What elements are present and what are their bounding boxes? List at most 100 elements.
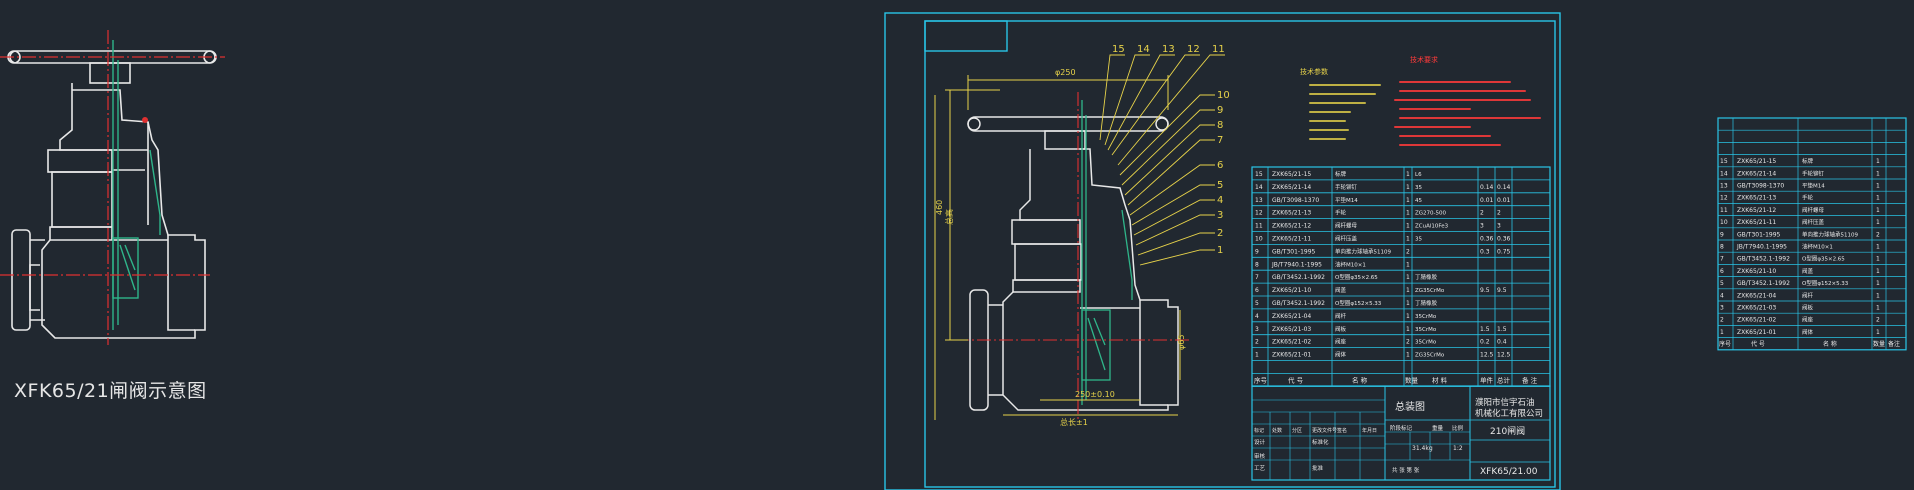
bom-qty: 1 bbox=[1406, 287, 1410, 294]
tech-requirements-block: 技术要求 bbox=[1394, 55, 1541, 146]
bom-name: 单向推力球轴承51109 bbox=[1335, 247, 1391, 255]
bom-total-mass: 1.5 bbox=[1497, 326, 1507, 333]
bom-unit-mass: 9.5 bbox=[1480, 287, 1490, 294]
bom-material: 35CrMo bbox=[1415, 340, 1437, 346]
bom-qty: 2 bbox=[1406, 339, 1410, 346]
right-bom-qty: 1 bbox=[1876, 292, 1880, 299]
assembly-centerlines bbox=[955, 92, 1190, 420]
right-bom-no: 11 bbox=[1720, 207, 1728, 214]
bom-name: 阀板 bbox=[1335, 325, 1347, 333]
stage-label: 阶段标记 bbox=[1390, 424, 1413, 432]
balloon-15: 15 bbox=[1112, 44, 1125, 55]
bom-name: 手轮 bbox=[1335, 209, 1347, 217]
bom-header-cell: 单件 bbox=[1480, 375, 1494, 384]
right-bom-header-cell: 数量 bbox=[1873, 340, 1885, 348]
balloon-13: 13 bbox=[1162, 44, 1175, 55]
bom-no: 11 bbox=[1255, 223, 1263, 230]
bom-code: ZXK65/21-14 bbox=[1272, 184, 1311, 191]
bom-material: 35 bbox=[1415, 237, 1422, 243]
bom-code: ZXK65/21-13 bbox=[1272, 210, 1311, 217]
right-bom-name: 阀板 bbox=[1802, 304, 1814, 312]
dimension-lines bbox=[934, 75, 1181, 420]
bom-material: ZG270-500 bbox=[1415, 211, 1447, 217]
bom-code: ZXK65/21-15 bbox=[1272, 171, 1311, 178]
right-bom-code: ZXK65/21-15 bbox=[1737, 158, 1776, 165]
right-bom-qty: 1 bbox=[1876, 329, 1880, 336]
right-bom-no: 9 bbox=[1720, 231, 1724, 238]
bom-name: 平垫M14 bbox=[1335, 196, 1358, 204]
bom-code: ZXK65/21-04 bbox=[1272, 313, 1311, 320]
right-bom-code: ZXK65/21-02 bbox=[1737, 317, 1776, 324]
balloon-8: 8 bbox=[1217, 120, 1223, 131]
weight-value: 31.4kg bbox=[1412, 445, 1433, 452]
bom-material: ZG35CrMo bbox=[1415, 353, 1445, 359]
right-bom-name: 阀杆 bbox=[1802, 291, 1814, 299]
dim-height-a: 460 bbox=[935, 200, 944, 215]
right-bom-code: ZXK65/21-01 bbox=[1737, 329, 1776, 336]
bom-header-cell: 数量 bbox=[1405, 375, 1419, 384]
right-bom-qty: 1 bbox=[1876, 244, 1880, 251]
right-bom-qty: 1 bbox=[1876, 280, 1880, 287]
right-bom-code: GB/T3452.1-1992 bbox=[1737, 280, 1790, 287]
revision-header-cell: 处数 bbox=[1272, 427, 1282, 434]
right-bom-no: 3 bbox=[1720, 305, 1724, 312]
balloon-2: 2 bbox=[1217, 228, 1223, 239]
bom-qty: 1 bbox=[1406, 210, 1410, 217]
right-bom-code: ZXK65/21-12 bbox=[1737, 207, 1776, 214]
design-label: 设计 bbox=[1254, 438, 1266, 446]
company-name: 濮阳市信宇石油 bbox=[1475, 397, 1535, 408]
right-bom-code: ZXK65/21-10 bbox=[1737, 268, 1776, 275]
balloon-9: 9 bbox=[1217, 105, 1223, 116]
bom-code: ZXK65/21-11 bbox=[1272, 236, 1311, 243]
right-bom-name: 阀座 bbox=[1802, 316, 1814, 324]
right-bom-header-cell: 备注 bbox=[1888, 340, 1900, 348]
company-name-line2: 机械化工有限公司 bbox=[1475, 408, 1543, 419]
right-bom-no: 5 bbox=[1720, 280, 1724, 287]
drawing-number: XFK65/21.00 bbox=[1480, 467, 1538, 477]
bom-material: 丁腈橡胶 bbox=[1415, 299, 1438, 307]
bom-name: 阀体 bbox=[1335, 351, 1347, 359]
bom-qty: 1 bbox=[1406, 352, 1410, 359]
bom-header-cell: 序号 bbox=[1254, 375, 1268, 384]
bom-material: 45 bbox=[1415, 198, 1422, 204]
bom-material: 丁腈橡胶 bbox=[1415, 273, 1438, 281]
right-bom-name: 阀杆螺母 bbox=[1802, 206, 1825, 214]
bom-qty: 1 bbox=[1406, 223, 1410, 230]
schematic-oil-cup bbox=[142, 117, 148, 123]
balloon-1: 1 bbox=[1217, 245, 1223, 256]
right-bom-name: 单向推力球轴承51109 bbox=[1802, 230, 1858, 238]
standardization-label: 标准化 bbox=[1312, 438, 1329, 446]
bom-unit-mass: 0.36 bbox=[1480, 236, 1494, 243]
right-bom-header-cell: 名 称 bbox=[1823, 340, 1837, 348]
right-bom-name: 手轮铆钉 bbox=[1802, 169, 1825, 177]
bom-code: ZXK65/21-02 bbox=[1272, 339, 1311, 346]
stem-nut bbox=[89, 62, 131, 84]
bom-unit-mass: 2 bbox=[1480, 210, 1484, 217]
bom-name: 阀杆螺母 bbox=[1335, 222, 1358, 230]
drawing-title: 总装图 bbox=[1395, 400, 1425, 413]
bom-name: 阀座 bbox=[1335, 338, 1347, 346]
bom-no: 6 bbox=[1255, 287, 1259, 294]
performance-block: 技术参数 bbox=[1300, 67, 1381, 140]
bonnet bbox=[51, 171, 113, 228]
bom-no: 1 bbox=[1255, 352, 1259, 359]
balloon-3: 3 bbox=[1217, 210, 1223, 221]
revision-header-cell: 更改文件号 bbox=[1312, 427, 1337, 434]
schematic-caption: XFK65/21闸阀示意图 bbox=[14, 380, 207, 402]
review-label: 审核 bbox=[1254, 452, 1266, 460]
bom-unit-mass: 0.3 bbox=[1480, 248, 1490, 255]
bom-no: 7 bbox=[1255, 274, 1259, 281]
bom-name: 油杯M10×1 bbox=[1335, 260, 1366, 268]
bom-code: GB/T3452.1-1992 bbox=[1272, 274, 1325, 281]
bom-code: GB/T301-1995 bbox=[1272, 248, 1316, 255]
right-bom-name: 阀杆压盖 bbox=[1802, 218, 1825, 226]
bom-no: 8 bbox=[1255, 261, 1259, 268]
balloon-14: 14 bbox=[1137, 44, 1150, 55]
assembly-valve bbox=[967, 116, 1179, 411]
scale-label: 比例 bbox=[1452, 424, 1464, 432]
right-bom-code: ZXK65/21-13 bbox=[1737, 195, 1776, 202]
right-bom-name: 手轮 bbox=[1802, 194, 1814, 202]
